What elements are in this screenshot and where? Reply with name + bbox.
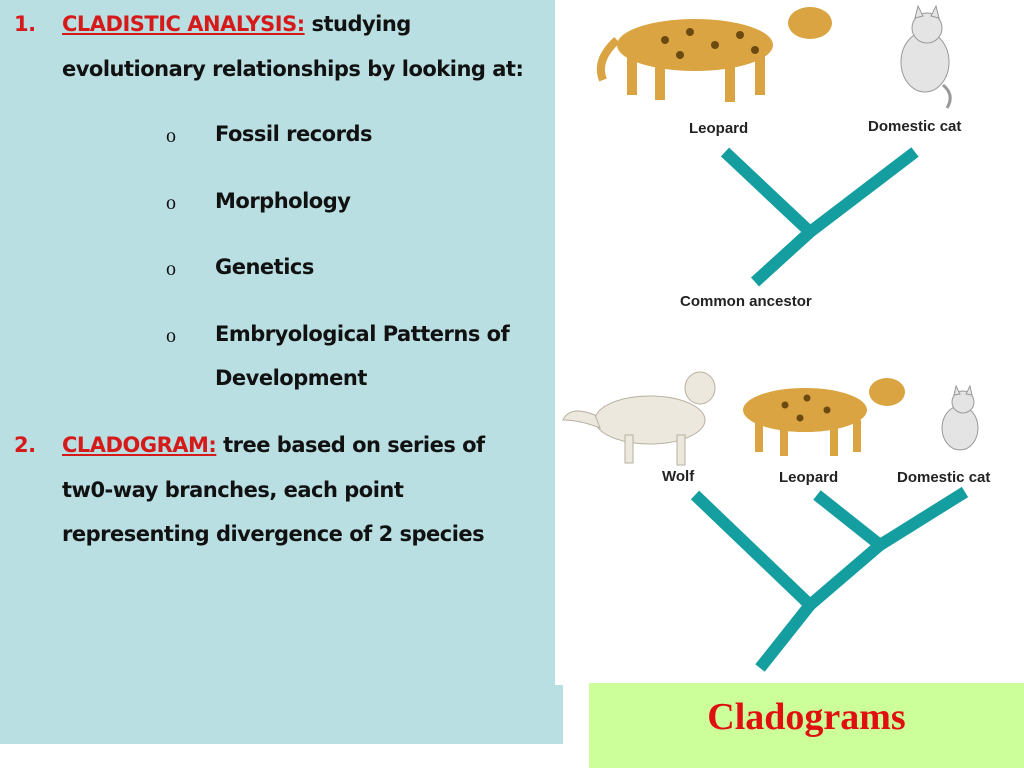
wolf-image xyxy=(562,371,716,466)
bullet-marker: o xyxy=(166,325,176,347)
text-panel: 1. CLADISTIC ANALYSIS: studying evolutio… xyxy=(0,0,563,744)
bottom-label-leopard: Leopard xyxy=(779,469,838,486)
leopard-image xyxy=(743,378,905,456)
bullet-embryological: Embryological Patterns of xyxy=(215,322,510,346)
leopard-image xyxy=(596,7,832,102)
slide-title: Cladograms xyxy=(707,696,906,738)
cladogram-figure: Leopard Domestic cat Common ancestor Wol… xyxy=(555,0,1024,685)
bottom-label-domestic-cat: Domestic cat xyxy=(897,469,990,486)
item-1-desc-2: evolutionary relationships by looking at… xyxy=(62,57,524,81)
bullet-marker: o xyxy=(166,125,176,147)
top-root-label: Common ancestor xyxy=(680,293,812,310)
bullet-marker: o xyxy=(166,258,176,280)
bottom-cladogram-branches xyxy=(690,486,969,672)
bottom-label-wolf: Wolf xyxy=(662,468,695,485)
bullet-morphology: Morphology xyxy=(215,189,351,213)
top-cladogram-branches xyxy=(720,147,919,287)
item-2-term: CLADOGRAM: xyxy=(62,433,217,457)
top-label-domestic-cat: Domestic cat xyxy=(868,118,961,135)
item-1-number: 1. xyxy=(14,12,36,36)
item-1-line-1: CLADISTIC ANALYSIS: studying xyxy=(62,12,411,36)
item-2-desc-1: tree based on series of xyxy=(223,433,485,457)
item-1-desc-1: studying xyxy=(311,12,411,36)
cat-image xyxy=(941,384,979,451)
caption-box: Cladograms xyxy=(589,683,1024,768)
top-label-leopard: Leopard xyxy=(689,120,748,137)
item-2-line-1: CLADOGRAM: tree based on series of xyxy=(62,433,485,457)
cat-image xyxy=(900,4,952,109)
bullet-marker: o xyxy=(166,192,176,214)
bullet-genetics: Genetics xyxy=(215,255,314,279)
item-1-term: CLADISTIC ANALYSIS: xyxy=(62,12,305,36)
item-2-desc-3: representing divergence of 2 species xyxy=(62,522,485,546)
item-2-number: 2. xyxy=(14,433,36,457)
bullet-fossil-records: Fossil records xyxy=(215,122,373,146)
item-2-desc-2: tw0-way branches, each point xyxy=(62,478,404,502)
bullet-embryological-cont: Development xyxy=(215,366,367,390)
